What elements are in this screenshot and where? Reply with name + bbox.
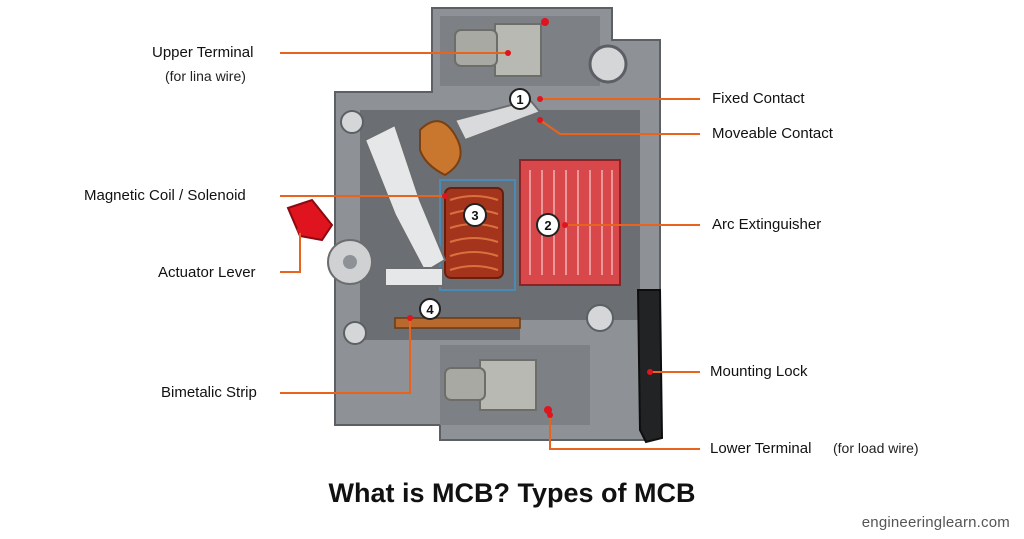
magnetic-coil <box>444 187 504 279</box>
label-fixed-contact: Fixed Contact <box>712 90 805 107</box>
label-moveable-contact: Moveable Contact <box>712 125 833 142</box>
label-arc-extinguisher: Arc Extinguisher <box>712 216 822 233</box>
label-upper-terminal: Upper Terminal <box>152 44 254 61</box>
marker-4: 4 <box>419 298 441 320</box>
trip-slider <box>384 267 444 287</box>
bimetal-strip <box>394 317 521 329</box>
leader-bimetalic-strip <box>280 318 411 394</box>
leader-moveable-contact <box>539 119 700 135</box>
marker-1: 1 <box>509 88 531 110</box>
label-upper-terminal-note: (for lina wire) <box>165 68 246 84</box>
label-actuator-lever: Actuator Lever <box>158 264 256 281</box>
mounting-hole-left-top <box>340 110 364 134</box>
label-magnetic-coil: Magnetic Coil / Solenoid <box>84 187 246 204</box>
arc-chute <box>519 159 621 286</box>
leader-lower-terminal <box>549 415 700 450</box>
mounting-lock-clip <box>636 289 664 444</box>
label-lower-terminal: Lower Terminal <box>710 440 812 457</box>
latch-mechanism <box>363 123 447 274</box>
label-lower-terminal-note: (for load wire) <box>833 440 919 456</box>
marker-3: 3 <box>463 203 487 227</box>
upper-terminal-clamp <box>494 23 542 77</box>
label-bimetalic-strip: Bimetalic Strip <box>161 384 257 401</box>
copper-braid <box>419 120 462 177</box>
marker-4-label: 4 <box>426 302 434 317</box>
moving-contact-arm <box>453 98 542 142</box>
mounting-hole-top <box>588 44 628 84</box>
actuator-lever-handle <box>286 198 334 242</box>
marker-2: 2 <box>536 213 560 237</box>
mounting-hole-right-bottom <box>586 304 614 332</box>
site-credit: engineeringlearn.com <box>861 514 1010 531</box>
coil-frame <box>439 179 516 291</box>
marker-1-label: 1 <box>516 92 523 107</box>
page-title: What is MCB? Types of MCB <box>328 478 696 508</box>
upper-terminal-screw <box>454 29 498 67</box>
lower-terminal-clamp <box>479 359 537 411</box>
lower-terminal-screw <box>444 367 486 401</box>
marker-3-label: 3 <box>471 208 478 223</box>
mounting-hole-left-bottom <box>343 321 367 345</box>
label-mounting-lock: Mounting Lock <box>710 363 808 380</box>
marker-2-label: 2 <box>544 218 551 233</box>
leader-actuator-lever <box>280 230 301 273</box>
